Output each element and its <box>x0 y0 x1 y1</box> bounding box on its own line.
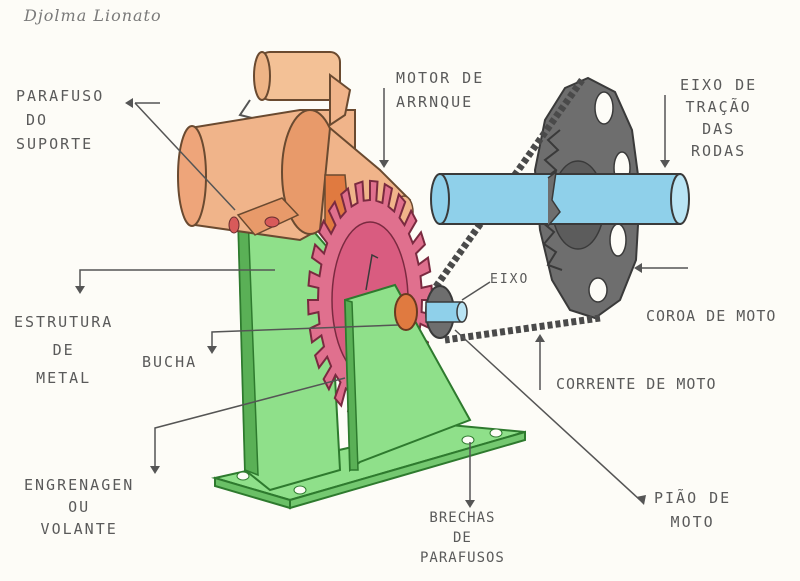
sprocket-hole <box>609 223 627 257</box>
front-pinion <box>425 285 468 339</box>
sprocket-hole <box>594 91 614 125</box>
bolt-hole <box>293 485 307 495</box>
label-front-pinion: PIÃO DE MOTO <box>654 489 732 531</box>
label-bolt-holes: BRECHAS DE PARAFUSOS <box>420 510 505 566</box>
label-drive-shaft: EIXO DE TRAÇÃO DAS RODAS <box>680 76 758 160</box>
mounting-bolt <box>228 197 300 236</box>
label-starter-motor: MOTOR DE ARRNQUE <box>396 69 485 111</box>
label-rear-sprocket: COROA DE MOTO <box>646 307 777 325</box>
author-signature: Djolma Lionato <box>24 6 162 25</box>
sprocket-hole <box>588 277 608 303</box>
label-support-bolt: PARAFUSO DO SUPORTE <box>16 87 105 153</box>
label-chain: CORRENTE DE MOTO <box>556 375 717 393</box>
bolt-hole <box>461 435 475 445</box>
bolt-hole <box>489 428 503 438</box>
label-bushing: BUCHA <box>142 353 198 371</box>
label-shaft: EIXO <box>490 272 530 287</box>
bushing <box>394 293 418 331</box>
arrow-heads <box>75 98 670 508</box>
label-metal-frame: ESTRUTURA DE METAL <box>14 313 114 387</box>
drive-shaft <box>430 173 690 225</box>
bolt-hole <box>236 471 250 481</box>
leader-lines <box>79 88 688 501</box>
label-flywheel-gear: ENGRENAGEN OU VOLANTE <box>24 476 135 538</box>
